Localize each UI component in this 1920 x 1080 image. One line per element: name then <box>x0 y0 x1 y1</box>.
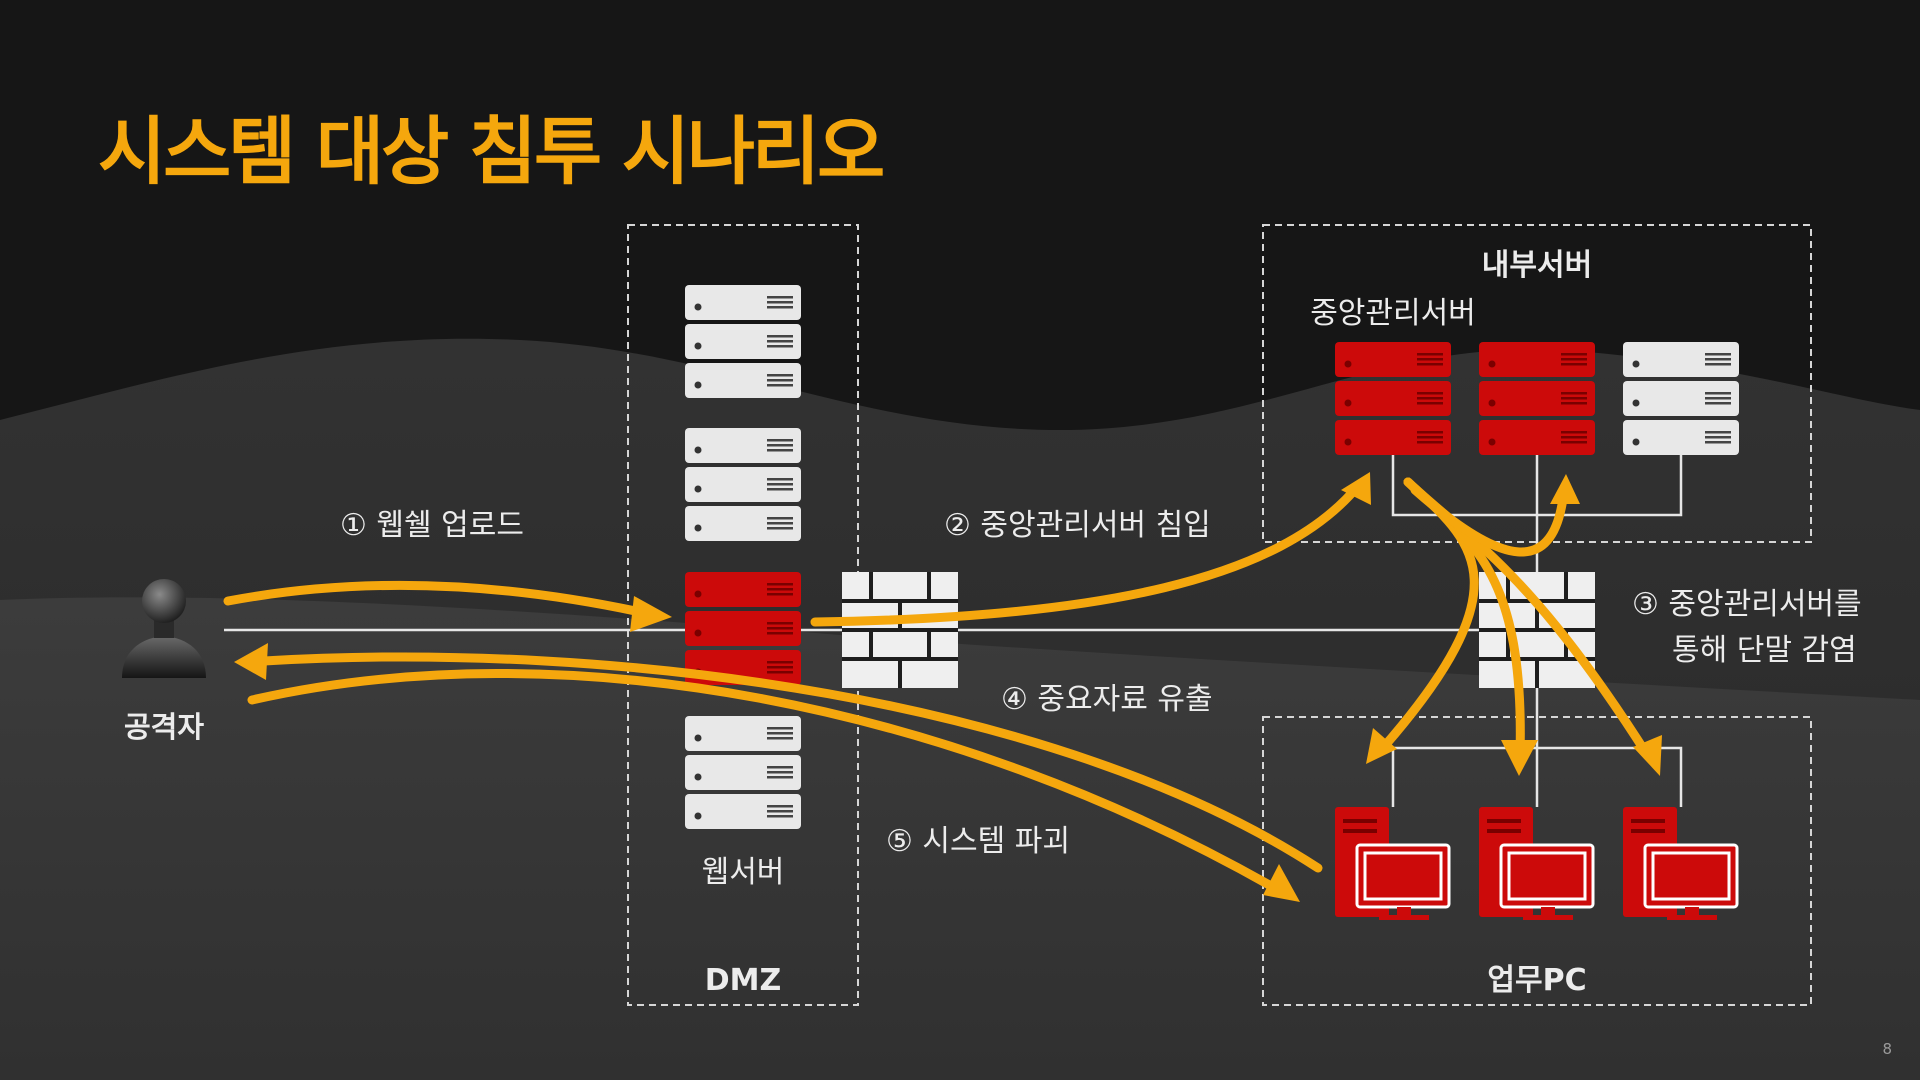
dmz-server-1 <box>685 285 801 398</box>
firewall-dmz <box>840 570 960 690</box>
dmz-server-3 <box>685 716 801 829</box>
dmz-zone <box>627 224 859 1006</box>
work-pc-zone <box>1262 716 1812 1006</box>
step-2-label: ② 중앙관리서버 침입 <box>944 508 1211 543</box>
step-5-label: ⑤ 시스템 파괴 <box>886 824 1070 859</box>
dmz-server-2 <box>685 428 801 541</box>
work-pc-zone-label: 업무PC <box>1487 963 1586 998</box>
attack-arrows <box>223 477 1653 899</box>
arrow-2-intrude-central <box>810 481 1363 627</box>
step-4-label: ④ 중요자료 유출 <box>1001 682 1213 717</box>
internal-server-2 <box>1479 342 1595 455</box>
page-title: 시스템 대상 침투 시나리오 <box>98 109 885 195</box>
internal-server-zone-label: 내부서버 <box>1482 248 1592 283</box>
arrow-3d-to-server2 <box>1410 485 1569 557</box>
attacker-label: 공격자 <box>124 710 204 744</box>
arrow-5-system-destroy <box>247 669 1290 899</box>
attacker-icon <box>122 579 206 678</box>
arrow-4-data-exfiltration <box>259 652 1323 873</box>
internal-server-3 <box>1623 342 1739 455</box>
work-pc-1 <box>1333 805 1451 922</box>
step-3-label-line2: 통해 단말 감염 <box>1672 633 1857 668</box>
arrowheads <box>234 472 1662 902</box>
step-1-label: ① 웹쉘 업로드 <box>340 508 524 543</box>
work-pc-3 <box>1621 805 1739 922</box>
dmz-label: DMZ <box>705 963 782 998</box>
web-server-label: 웹서버 <box>702 855 785 890</box>
central-mgmt-server-label: 중앙관리서버 <box>1310 296 1476 331</box>
arrow-1-webshell-upload <box>223 580 645 617</box>
step-3-label-line1: ③ 중앙관리서버를 <box>1632 587 1862 622</box>
central-mgmt-server <box>1335 342 1451 455</box>
web-server-compromised <box>685 572 801 685</box>
work-pc-2 <box>1477 805 1595 922</box>
page-number: 8 <box>1882 1040 1892 1058</box>
